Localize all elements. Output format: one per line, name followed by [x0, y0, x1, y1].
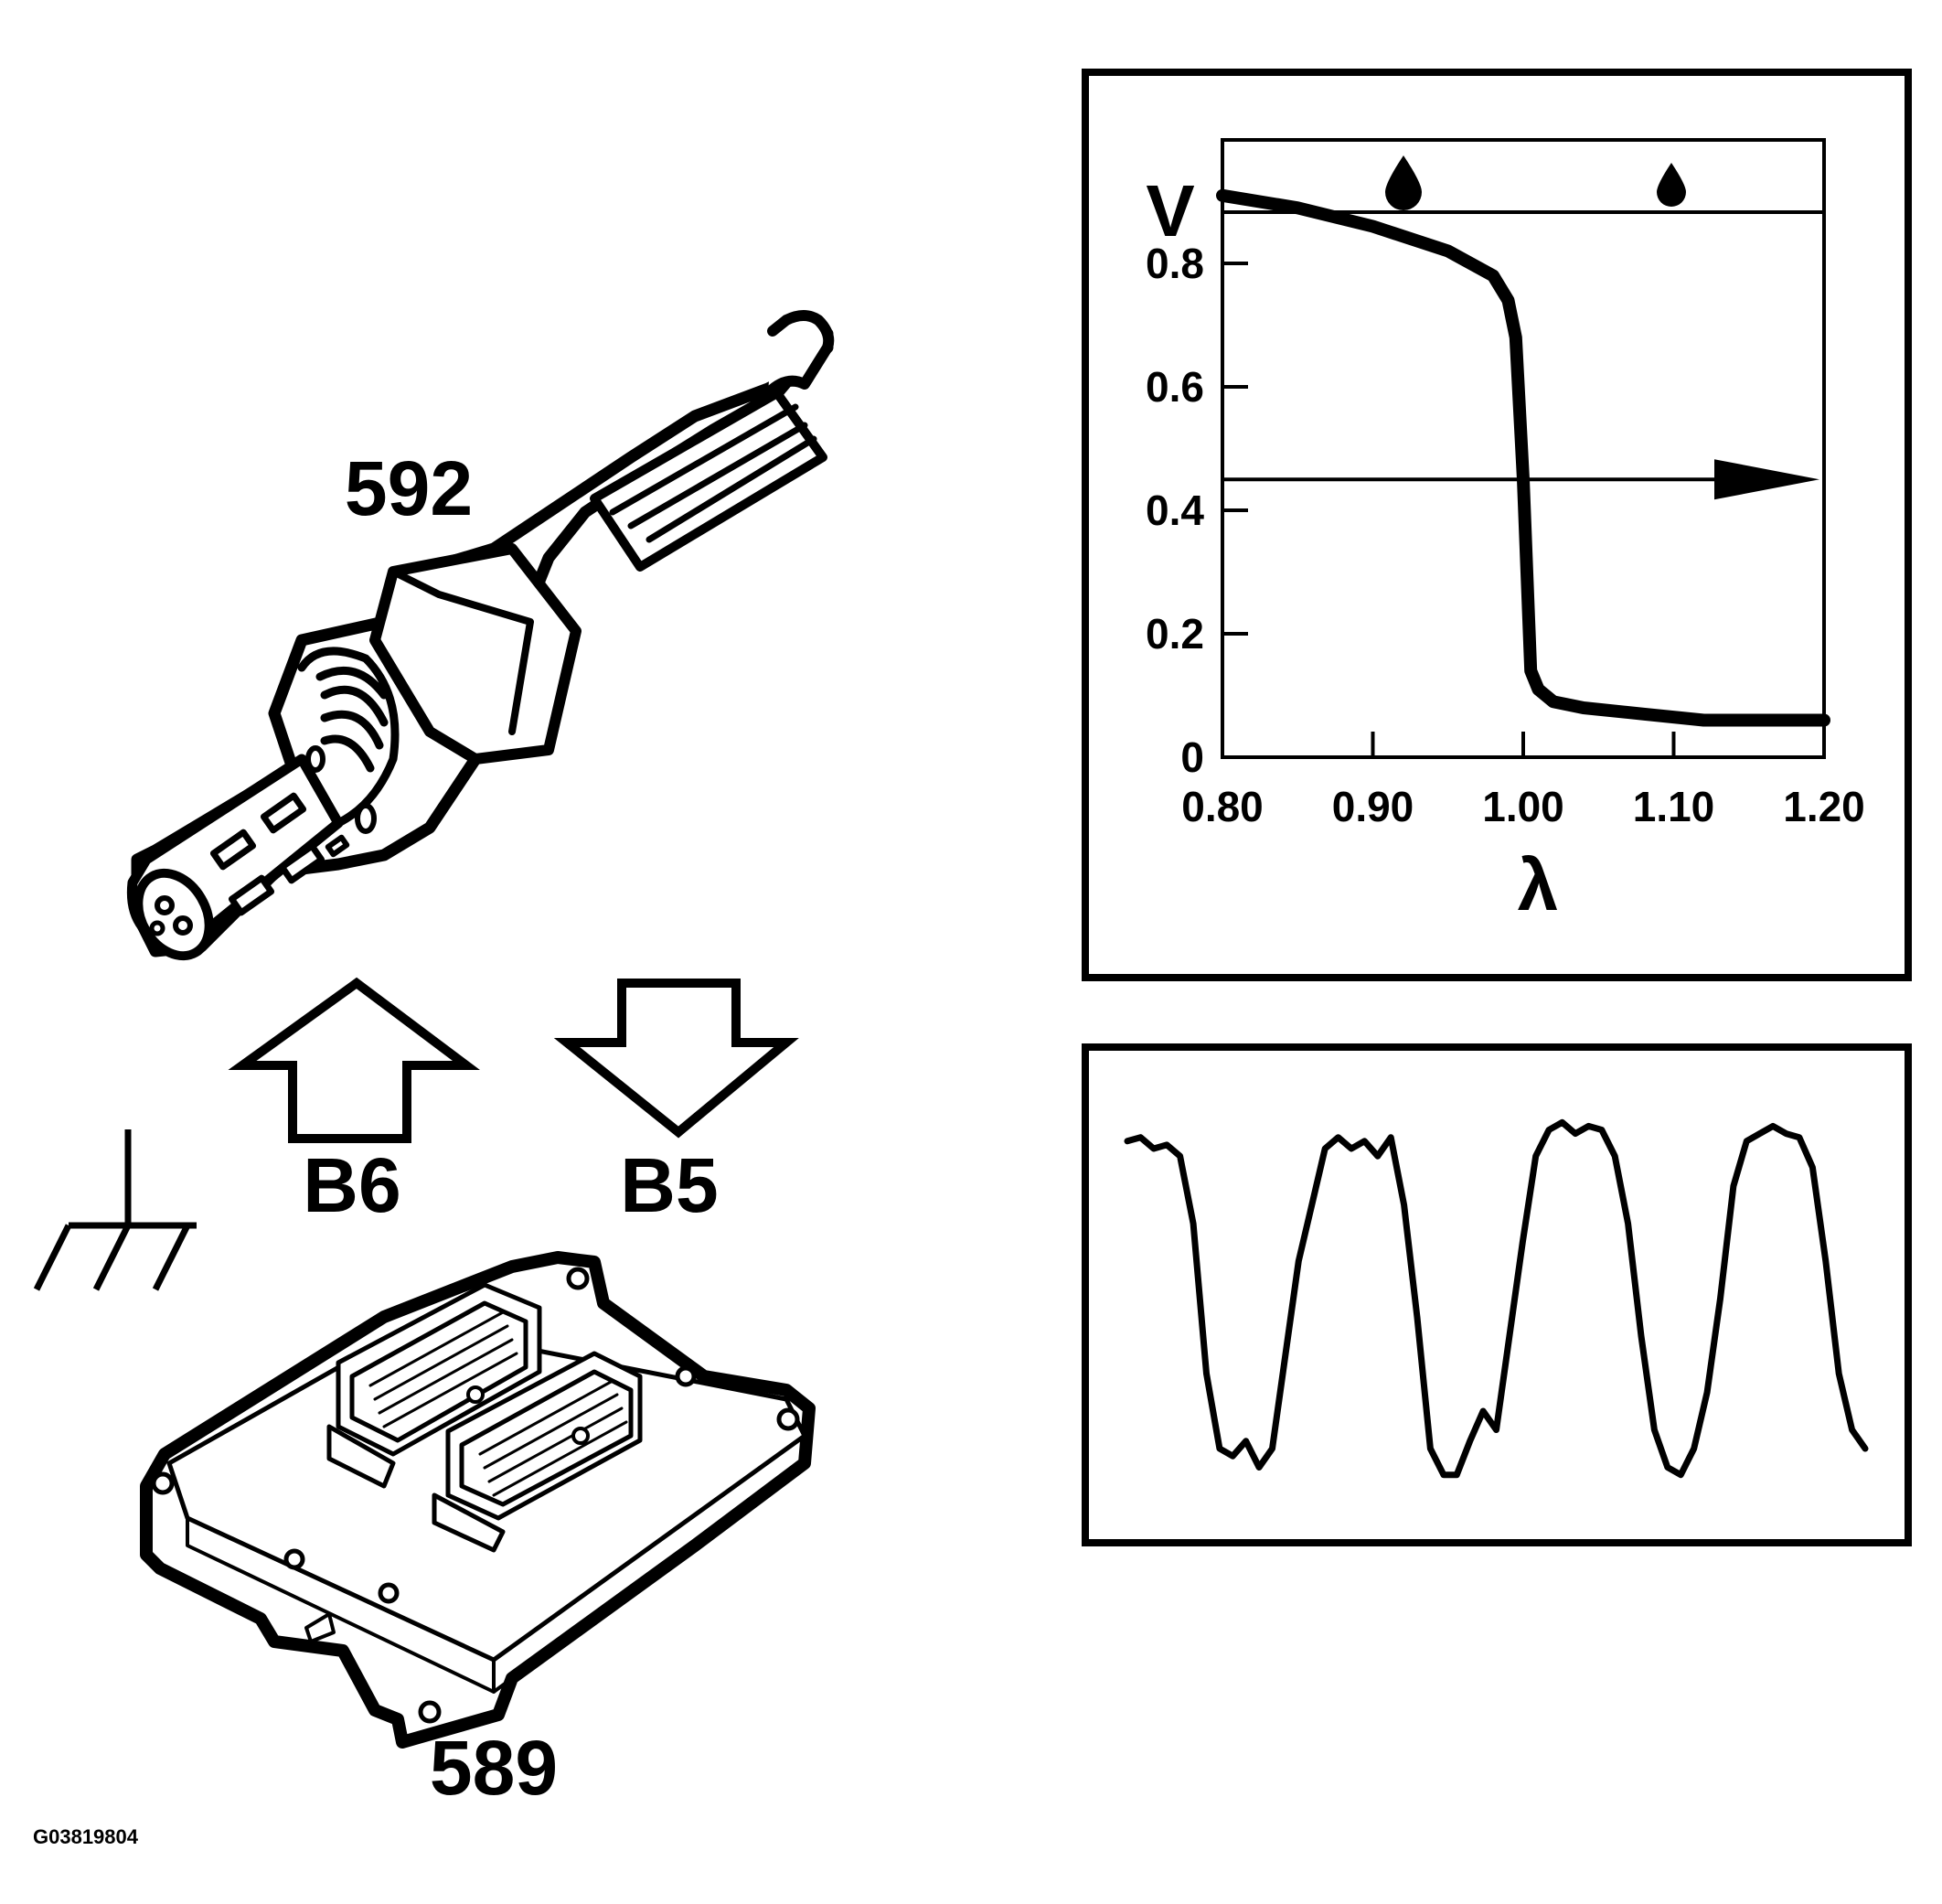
- sensor-label-592: 592: [345, 445, 473, 531]
- y-tick-label: 0.4: [1146, 487, 1204, 534]
- arrow-label-b6: B6: [303, 1142, 400, 1228]
- x-tick-label: 1.20: [1783, 783, 1865, 830]
- b5-down-arrow: [553, 979, 799, 1139]
- ecu-label-589: 589: [430, 1725, 558, 1811]
- x-axis-label: λ: [1518, 844, 1559, 925]
- x-tick-label: 0.90: [1332, 783, 1414, 830]
- y-tick-label: 0.2: [1146, 610, 1204, 658]
- threshold-arrow: [1222, 459, 1819, 500]
- y-axis-label: V: [1146, 170, 1194, 251]
- lean-fuel-drop-icon: [1657, 163, 1686, 207]
- arrow-label-b5: B5: [620, 1142, 718, 1228]
- y-tick-label: 0: [1180, 733, 1204, 781]
- oxygen-sensor-illustration: [126, 310, 835, 961]
- x-tick-label: 1.00: [1482, 783, 1564, 830]
- y-tick-label: 0.6: [1146, 363, 1204, 411]
- ecu-module-illustration: [140, 1251, 816, 1749]
- y-tick-label: 0.8: [1146, 240, 1204, 287]
- voltage-lambda-chart: V λ 0.80 0.90 1.00 1.10 1.20 0 0.2 0.4 0.6 0.8: [1146, 138, 1865, 925]
- rich-fuel-drop-icon: [1385, 155, 1422, 210]
- sensor-signal-trace-line: [1124, 1118, 1869, 1479]
- x-tick-label: 1.10: [1633, 783, 1715, 830]
- x-tick-group: 0.80 0.90 1.00 1.10 1.20: [1181, 732, 1865, 830]
- signal-trace-frame: [1082, 1043, 1912, 1546]
- y-tick-group: 0 0.2 0.4 0.6 0.8: [1146, 240, 1248, 781]
- ground-symbol: [33, 1129, 197, 1291]
- b6-up-arrow: [228, 977, 480, 1143]
- voltage-curve-line: [1216, 188, 1830, 727]
- x-tick-label: 0.80: [1181, 783, 1264, 830]
- reference-number: G03819804: [33, 1825, 139, 1848]
